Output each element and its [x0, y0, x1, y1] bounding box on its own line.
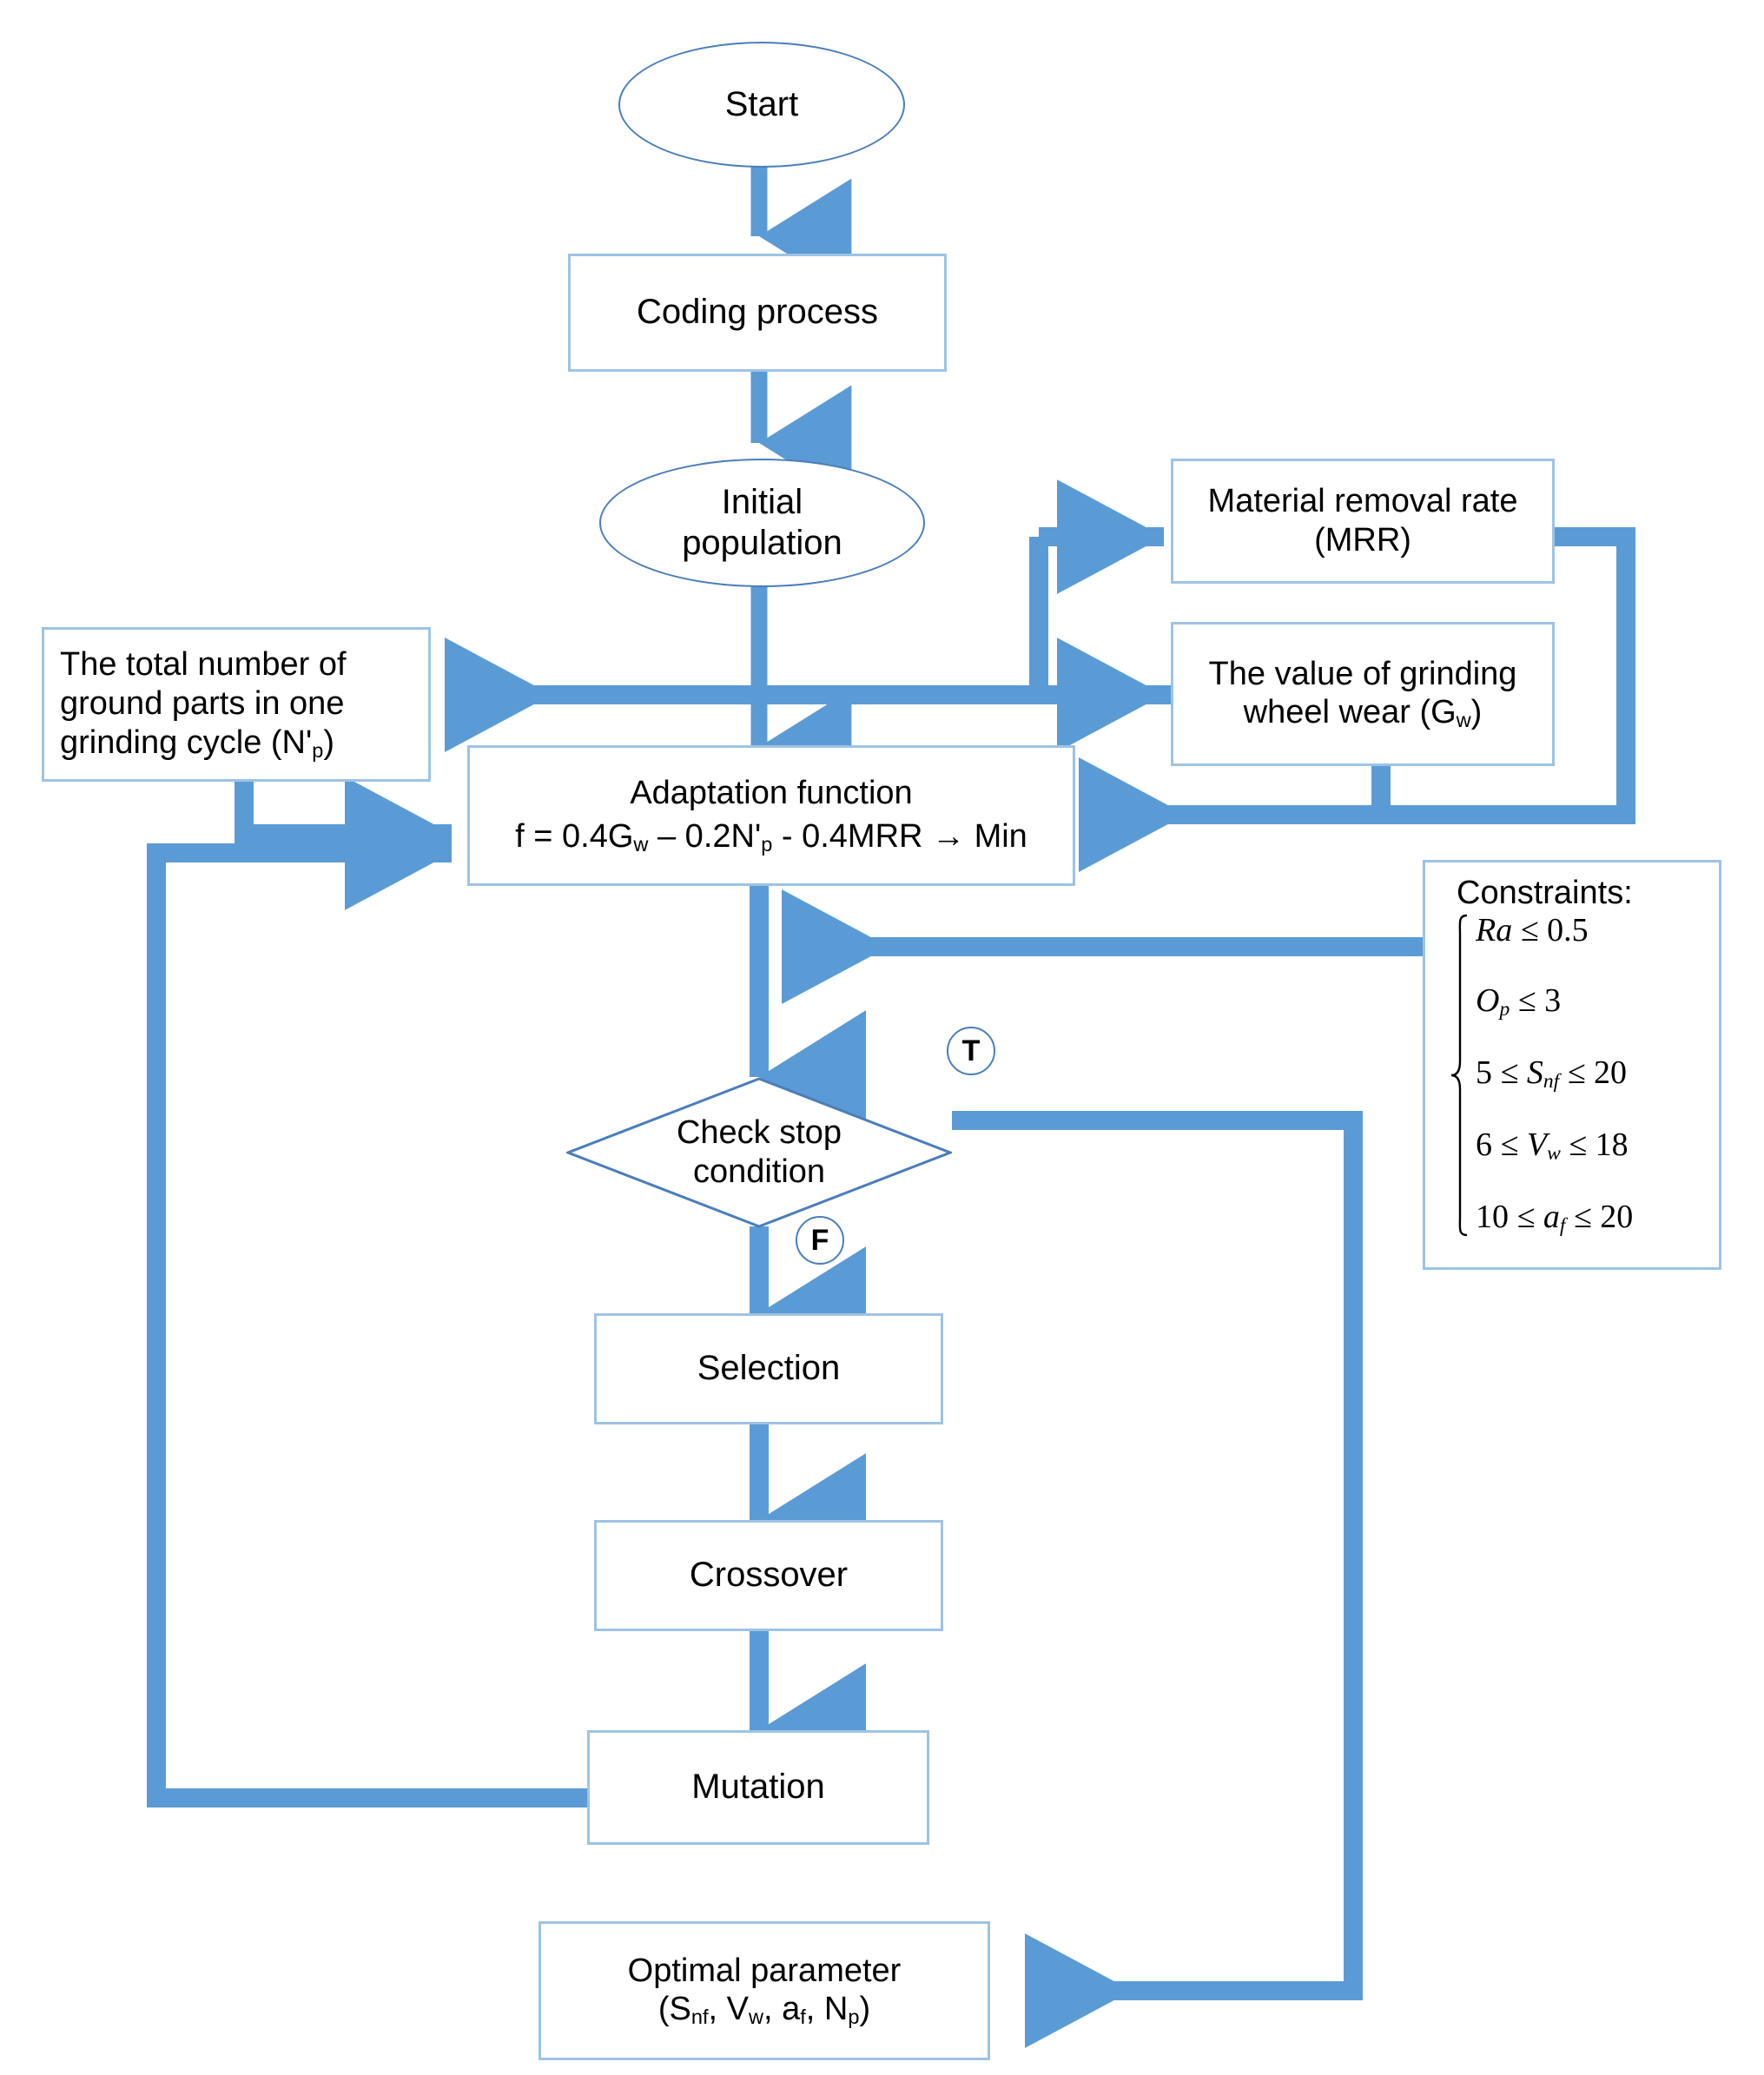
- branch-badge-false-label: F: [810, 1223, 829, 1257]
- node-optimal-parameter-label: Optimal parameter(Snf, Vw, af, Np): [627, 1952, 902, 2029]
- node-optimal-parameter[interactable]: Optimal parameter(Snf, Vw, af, Np): [538, 1921, 990, 2060]
- node-adaptation-function[interactable]: Adaptation function f = 0.4Gw – 0.2N'p -…: [467, 745, 1075, 886]
- branch-badge-false: F: [796, 1216, 844, 1265]
- node-crossover-label: Crossover: [689, 1556, 849, 1595]
- constraint-row-2: Op ≤ 3: [1476, 982, 1562, 1021]
- constraint-row-4: 6 ≤ Vw ≤ 18: [1476, 1127, 1629, 1166]
- constraints-title: Constraints:: [1457, 875, 1633, 911]
- edge-check-true-to-optimal: [952, 1111, 1363, 2048]
- constraints-rows: Ra ≤ 0.5 Op ≤ 3 5 ≤ Snf ≤ 20 6 ≤ Vw ≤ 18…: [1444, 912, 1719, 1238]
- brace-icon: [1450, 914, 1472, 1237]
- node-mutation[interactable]: Mutation: [587, 1730, 929, 1845]
- node-start[interactable]: Start: [618, 42, 905, 168]
- branch-badge-true: T: [947, 1027, 995, 1075]
- node-start-label: Start: [724, 84, 799, 123]
- node-coding-process[interactable]: Coding process: [568, 254, 947, 372]
- constraint-row-3: 5 ≤ Snf ≤ 20: [1476, 1054, 1628, 1094]
- node-selection[interactable]: Selection: [594, 1313, 943, 1424]
- constraint-row-5: 10 ≤ af ≤ 20: [1476, 1199, 1634, 1238]
- adaptation-function-title: Adaptation function: [630, 774, 913, 811]
- node-material-removal-rate[interactable]: Material removal rate(MRR): [1171, 459, 1555, 584]
- constraint-row-1: Ra ≤ 0.5: [1476, 912, 1589, 948]
- node-crossover[interactable]: Crossover: [594, 1520, 943, 1631]
- constraints-panel[interactable]: Constraints: Ra ≤ 0.5 Op ≤ 3 5 ≤ Snf ≤ 2…: [1423, 860, 1721, 1270]
- adaptation-function-formula: f = 0.4Gw – 0.2N'p - 0.4MRR → Min: [515, 818, 1027, 856]
- branch-badge-true-label: T: [961, 1034, 981, 1067]
- constraints-list: Ra ≤ 0.5 Op ≤ 3 5 ≤ Snf ≤ 20 6 ≤ Vw ≤ 18…: [1472, 912, 1634, 1238]
- edge-ground-parts-to-adaptation: [235, 776, 453, 891]
- edge-mrr-feedback: [1078, 527, 1635, 872]
- node-mutation-label: Mutation: [691, 1768, 825, 1807]
- edge-mutation-to-adaptation: [147, 796, 587, 1807]
- node-material-removal-rate-label: Material removal rate(MRR): [1207, 483, 1518, 558]
- node-selection-label: Selection: [697, 1349, 841, 1388]
- node-coding-process-label: Coding process: [637, 293, 878, 332]
